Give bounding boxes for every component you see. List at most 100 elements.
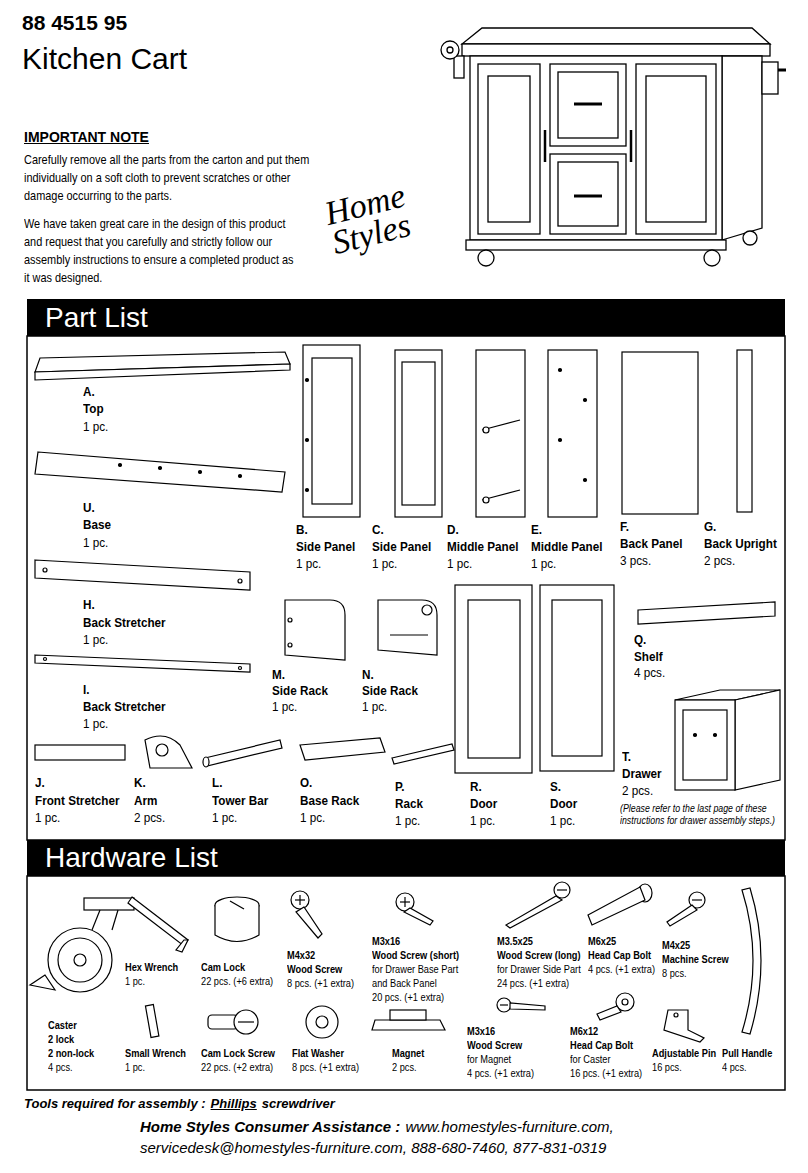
part-letter: C. <box>372 522 384 538</box>
part-quantity: 1 pc. <box>35 810 60 826</box>
cart-illustration <box>441 41 459 59</box>
part-illustrations <box>694 734 697 737</box>
part-name: Middle Panel <box>531 539 603 555</box>
part-illustrations <box>306 379 309 382</box>
hardware-illustrations <box>664 1010 704 1042</box>
hardware-name: Cam Lock <box>201 960 245 974</box>
tools-note: Phillips <box>211 1096 257 1112</box>
cart-illustration <box>550 64 626 146</box>
part-illustrations <box>239 667 242 670</box>
part-quantity: 1 pc. <box>272 699 297 715</box>
hardware-name: Head Cap Bolt <box>588 948 651 962</box>
hardware-name: Flat Washer <box>292 1046 344 1060</box>
hardware-quantity: 16 pcs. (+1 extra) <box>570 1066 642 1080</box>
part-quantity: 3 pcs. <box>620 553 651 569</box>
part-name: Shelf <box>634 649 663 665</box>
hardware-illustrations <box>176 940 188 952</box>
part-quantity: 1 pc. <box>531 556 556 572</box>
part-name: Door <box>470 796 497 812</box>
hardware-illustrations <box>500 1004 508 1005</box>
part-letter: S. <box>550 779 561 795</box>
part-quantity: 1 pc. <box>83 535 108 551</box>
part-illustrations <box>378 600 437 655</box>
hardware-name: Hex Wrench <box>125 960 178 974</box>
hardware-illustrations <box>296 907 322 938</box>
part-illustrations <box>559 369 562 372</box>
part-illustrations <box>300 738 385 760</box>
hardware-quantity: for Drawer Side Part <box>497 962 581 976</box>
part-quantity: 2 pcs. <box>704 553 735 569</box>
hardware-name: M6x12 <box>570 1024 598 1038</box>
part-letter: G. <box>704 519 716 535</box>
part-illustrations <box>395 350 442 517</box>
hardware-name: Cam Lock Screw <box>201 1046 275 1060</box>
part-quantity: 1 pc. <box>395 813 420 829</box>
part-quantity: 1 pc. <box>550 813 575 829</box>
cart-illustration <box>478 64 540 234</box>
part-illustrations <box>288 618 292 622</box>
frame <box>27 876 785 1090</box>
hardware-quantity: 8 pcs. (+1 extra) <box>292 1060 359 1074</box>
part-illustrations <box>312 358 352 504</box>
part-quantity: 1 pc. <box>470 813 495 829</box>
part-quantity: 2 pcs. <box>622 783 653 799</box>
hardware-illustrations <box>92 910 100 930</box>
cart-illustration <box>778 69 786 72</box>
part-letter: A. <box>83 384 95 400</box>
part-letter: T. <box>622 749 631 765</box>
hardware-name: Magnet <box>392 1046 424 1060</box>
part-illustrations <box>159 467 162 470</box>
part-illustrations <box>43 568 47 572</box>
part-illustrations <box>468 600 520 758</box>
hardware-illustrations <box>128 897 188 946</box>
contact-heading: Home Styles Consumer Assistance : <box>140 1118 400 1137</box>
hardware-illustrations <box>497 998 511 1012</box>
hardware-illustrations <box>48 928 112 992</box>
hardware-illustrations <box>316 1016 328 1028</box>
hardware-quantity: 2 pcs. <box>392 1060 417 1074</box>
hardware-name: Wood Screw <box>287 962 342 976</box>
note-heading: IMPORTANT NOTE <box>24 129 149 147</box>
part-illustrations <box>559 439 562 442</box>
hardware-quantity: 16 pcs. <box>652 1060 682 1074</box>
part-illustrations <box>35 452 285 492</box>
cart-illustration <box>574 103 602 106</box>
cart-illustration <box>743 231 757 245</box>
part-letter: E. <box>531 522 542 538</box>
part-quantity: 1 pc. <box>296 556 321 572</box>
part-illustrations <box>35 364 290 380</box>
part-illustrations <box>35 745 125 760</box>
hardware-illustrations <box>30 882 761 1042</box>
part-name: Side Rack <box>272 683 328 699</box>
part-illustrations <box>622 352 698 514</box>
part-letter: I. <box>83 682 90 698</box>
drawer-note: (Please refer to the last page of these … <box>620 803 783 827</box>
cart-illustration <box>488 76 530 222</box>
hardware-illustrations <box>510 1003 545 1010</box>
cart-illustration <box>704 250 720 266</box>
part-illustrations <box>35 560 250 590</box>
hardware-illustrations <box>112 910 118 930</box>
hardware-illustrations <box>742 888 761 1034</box>
page-title: Kitchen Cart <box>22 40 187 78</box>
part-letter: U. <box>83 500 95 516</box>
hardware-quantity: 4 pcs. <box>48 1060 73 1074</box>
part-illustrations <box>35 655 250 672</box>
part-letter: H. <box>83 597 95 613</box>
part-illustrations <box>390 634 428 635</box>
part-quantity: 1 pc. <box>447 556 472 572</box>
part-quantity: 4 pcs. <box>634 665 665 681</box>
part-name: Front Stretcher <box>35 793 120 809</box>
part-illustrations <box>714 734 717 737</box>
part-illustrations <box>306 439 309 442</box>
part-illustrations <box>540 585 614 771</box>
part-letter: M. <box>272 667 285 683</box>
cart-illustration <box>630 130 633 162</box>
cart-illustration <box>558 162 618 226</box>
part-letter: R. <box>470 779 482 795</box>
section-band: Hardware List <box>27 840 785 876</box>
cart-illustration <box>646 76 706 222</box>
hardware-illustrations <box>230 901 244 909</box>
part-illustrations <box>288 643 292 647</box>
hardware-illustrations <box>238 1021 254 1022</box>
